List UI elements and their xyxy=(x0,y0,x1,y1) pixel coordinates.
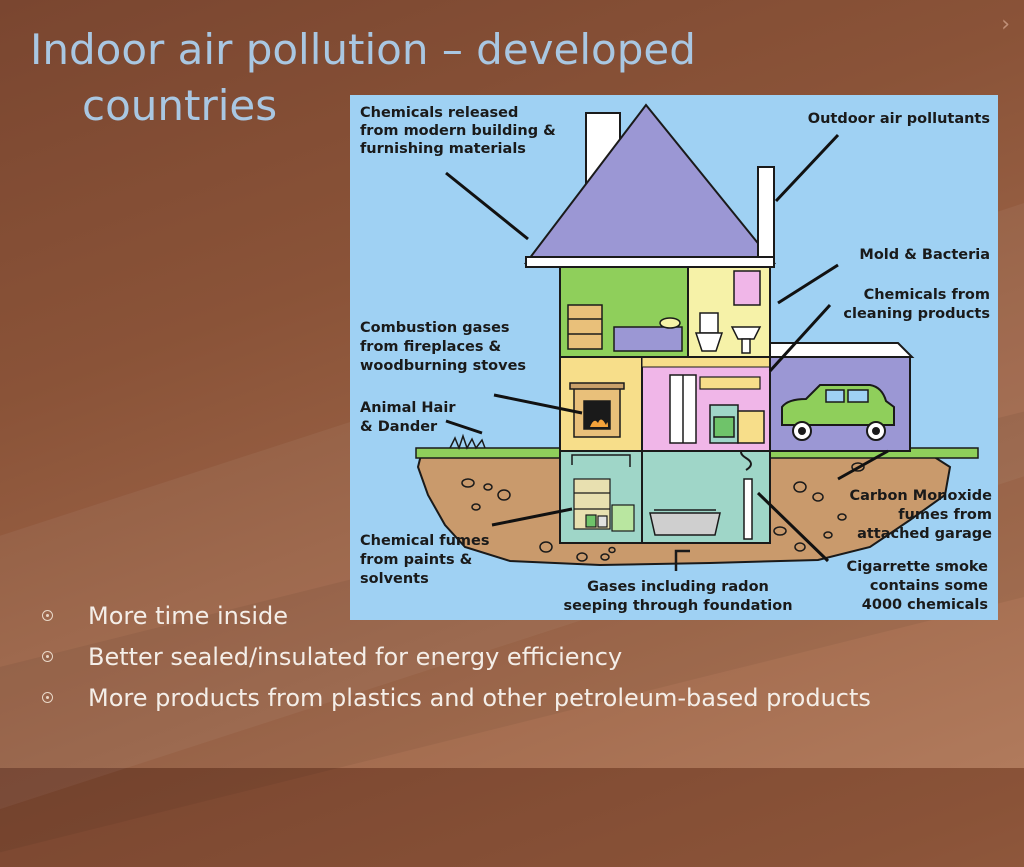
basement-chimney xyxy=(743,478,753,540)
bullet-text: More time inside xyxy=(88,602,289,630)
dresser xyxy=(567,304,603,350)
bullet-circle-icon xyxy=(42,610,53,621)
kitchen-wall-strip xyxy=(641,356,771,368)
kitchen-cabinets xyxy=(699,376,761,390)
fridge xyxy=(669,374,697,444)
fireplace xyxy=(569,382,625,438)
basement-pipe xyxy=(571,454,631,467)
bullet-circle-icon xyxy=(42,692,53,703)
bullet-item: More time inside xyxy=(42,598,871,639)
bullet-list: More time inside Better sealed/insulated… xyxy=(42,598,871,721)
bullet-text: More products from plastics and other pe… xyxy=(88,684,871,712)
bullet-text: Better sealed/insulated for energy effic… xyxy=(88,643,623,671)
slide-title: Indoor air pollution – developed countri… xyxy=(30,22,850,134)
garage-roof xyxy=(769,342,915,358)
pointer-lines xyxy=(445,133,889,563)
roof-trim xyxy=(525,256,775,268)
basement-shelves xyxy=(573,478,635,532)
label-mold-bacteria: Mold & Bacteria xyxy=(859,247,990,263)
title-line-2: countries xyxy=(82,81,278,130)
rocks xyxy=(461,462,865,562)
slide-chevron-icon: › xyxy=(1001,12,1010,37)
sink-mirror xyxy=(730,270,762,354)
bed xyxy=(613,317,683,352)
grass-tuft xyxy=(449,433,486,451)
bullet-item: More products from plastics and other pe… xyxy=(42,680,871,721)
toilet xyxy=(694,312,724,352)
bullet-circle-icon xyxy=(42,651,53,662)
label-animal-hair: Animal Hair& Dander xyxy=(360,400,456,435)
stove xyxy=(709,404,765,444)
car xyxy=(781,384,895,441)
bullet-item: Better sealed/insulated for energy effic… xyxy=(42,639,871,680)
radon-arrow xyxy=(674,549,690,571)
title-line-1: Indoor air pollution – developed xyxy=(30,25,696,74)
label-outdoor-pollutants: Outdoor air pollutants xyxy=(808,111,990,127)
side-wall-top xyxy=(757,166,775,260)
basement-tub xyxy=(649,509,721,536)
